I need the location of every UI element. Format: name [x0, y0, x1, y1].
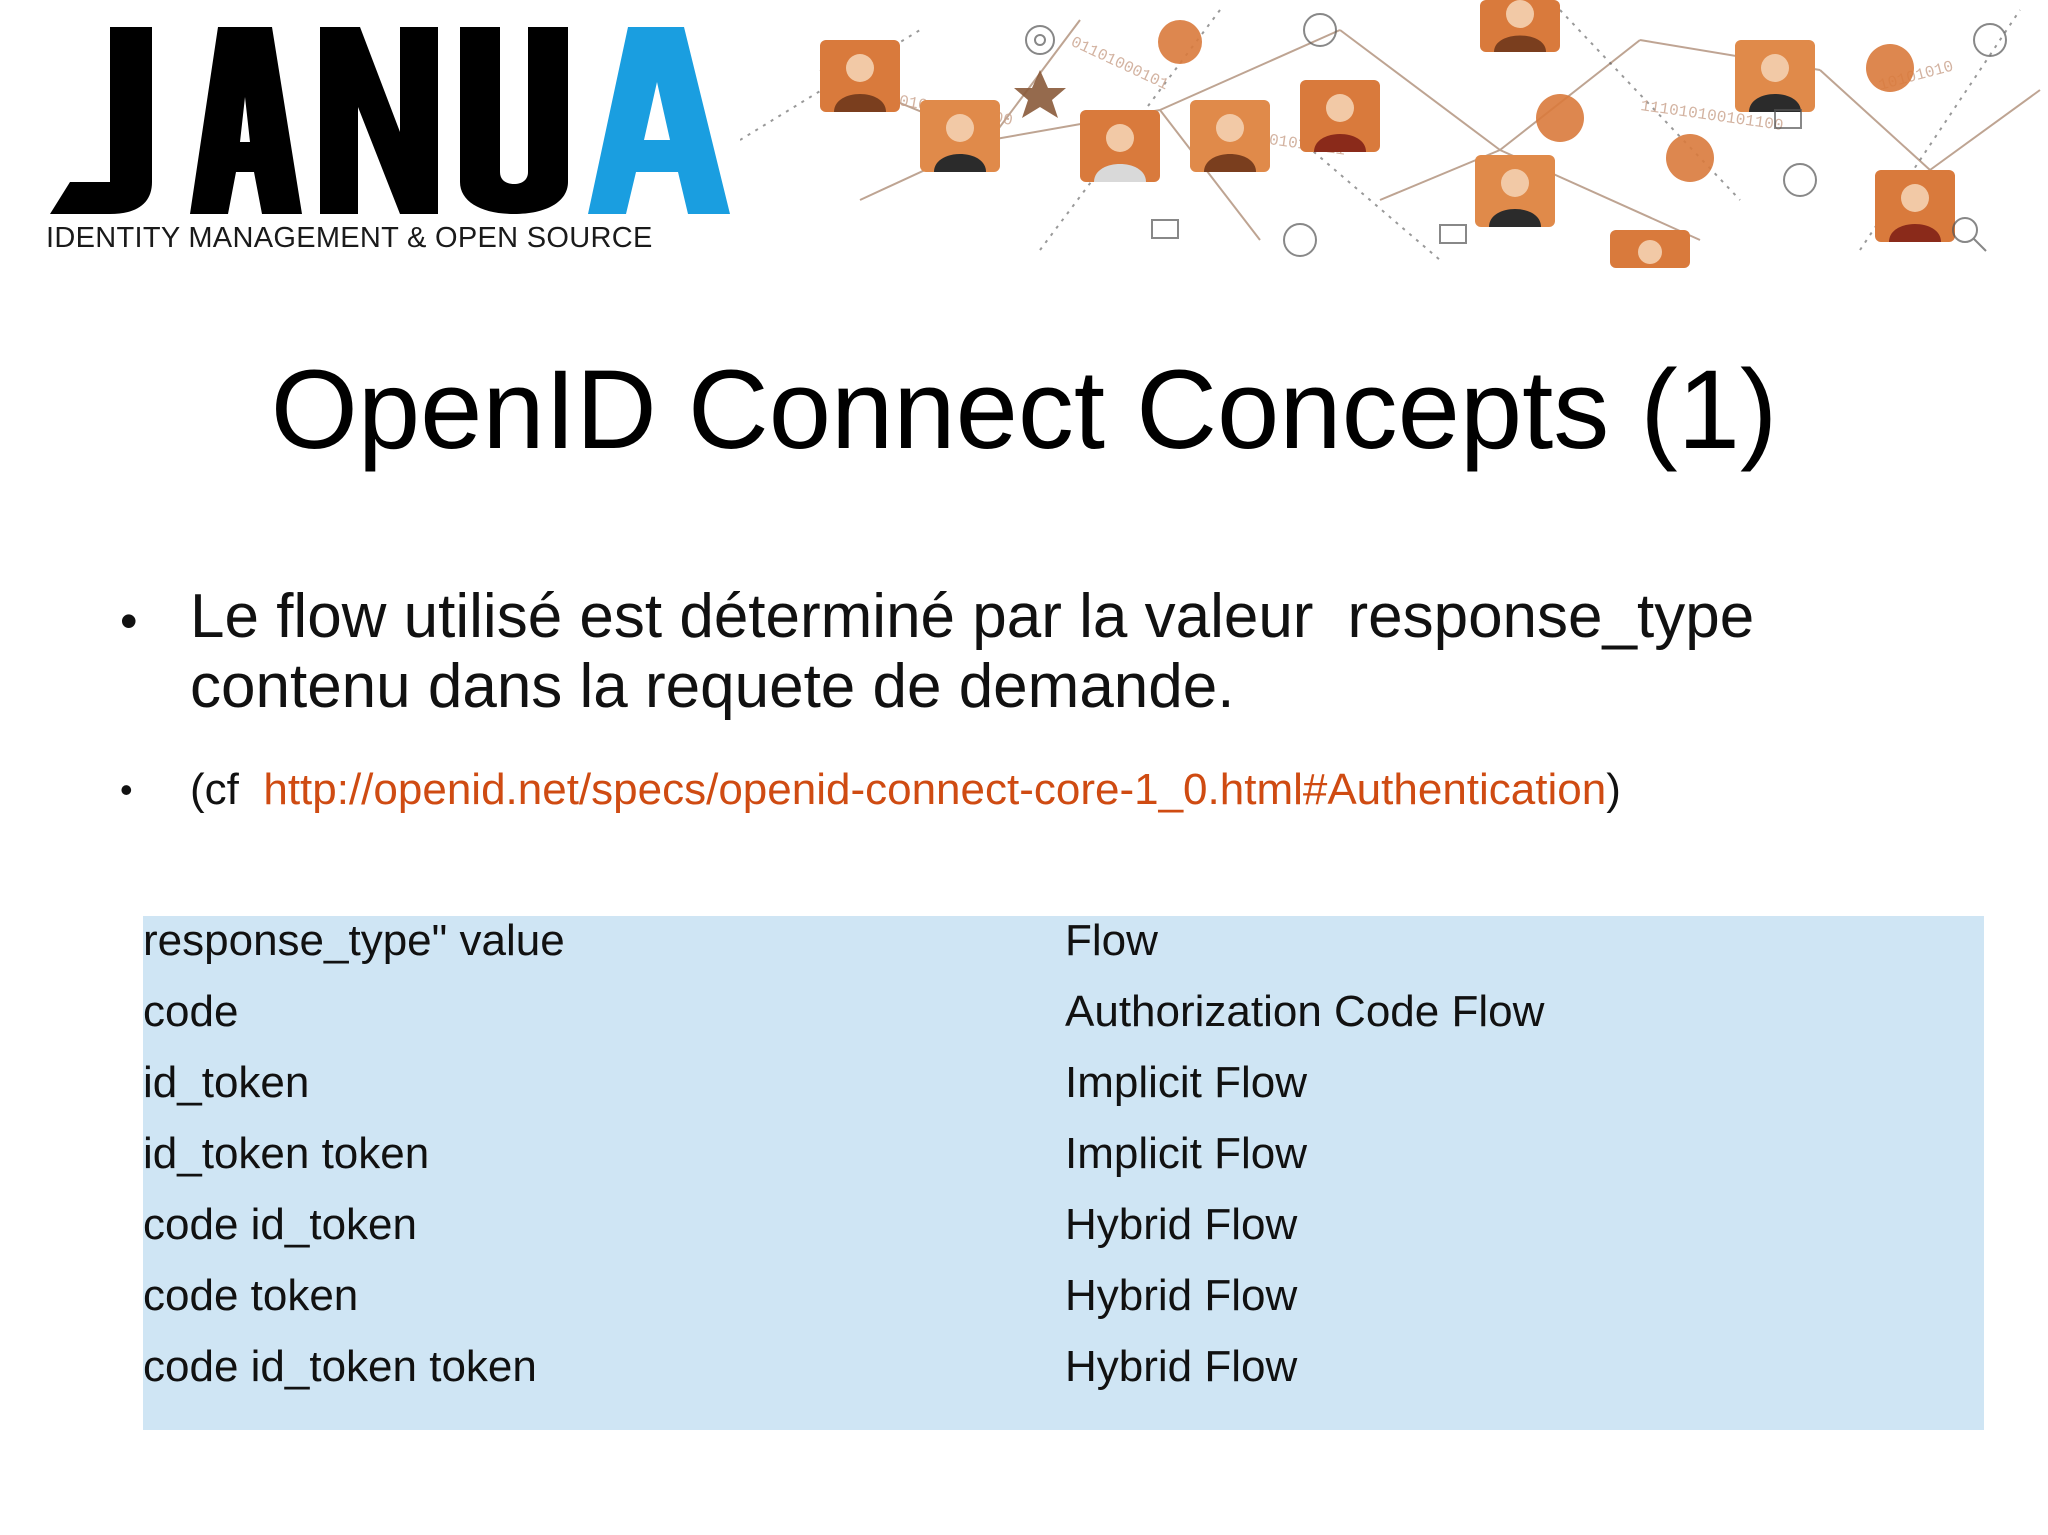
broadcast-icon — [1666, 134, 1714, 182]
logo-tagline: IDENTITY MANAGEMENT & OPEN SOURCE — [46, 222, 653, 254]
person-icon — [1080, 110, 1160, 182]
play-icon — [1536, 94, 1584, 142]
table-header: response_type" value — [143, 916, 565, 965]
person-icon — [1190, 100, 1270, 172]
gear-icon — [1283, 223, 1317, 257]
network-illustration: 111010100101100 01101000101 00101010011 … — [740, 0, 2041, 268]
header-banner: IDENTITY MANAGEMENT & OPEN SOURCE — [0, 0, 2048, 268]
bullet-item: • (cf http://openid.net/specs/openid-con… — [120, 762, 2000, 818]
person-icon — [1300, 80, 1380, 152]
table-row: id_token token Implicit Flow — [143, 1129, 1984, 1200]
gear-icon — [1025, 25, 1055, 55]
table-cell-response-type: code id_token — [143, 1200, 417, 1249]
reference-prefix: (cf — [190, 765, 239, 814]
janua-logo — [50, 27, 730, 214]
table-header: Flow — [1065, 916, 1158, 965]
table-header-row: response_type" value Flow — [143, 916, 1984, 987]
binary-snippet: 01101000101 — [1068, 33, 1171, 94]
camera-icon — [1439, 224, 1467, 244]
person-icon — [1875, 170, 1955, 242]
table-cell-response-type: code token — [143, 1271, 359, 1320]
network-lines — [819, 19, 2041, 241]
table-cell-response-type: code id_token token — [143, 1342, 537, 1391]
table-row: code token Hybrid Flow — [143, 1271, 1984, 1342]
person-icons — [820, 0, 1955, 268]
table-cell-flow: Implicit Flow — [1065, 1058, 1308, 1107]
camera-icon — [1151, 219, 1179, 239]
table-cell-response-type: code — [143, 987, 239, 1036]
bullet-marker: • — [120, 769, 133, 810]
share-icon — [1158, 20, 1202, 64]
search-icon — [1952, 217, 1978, 243]
person-icon — [920, 100, 1000, 172]
person-icon — [820, 40, 900, 112]
bullet-text: Le flow utilisé est déterminé par la val… — [190, 582, 1314, 651]
spec-link[interactable]: http://openid.net/specs/openid-connect-c… — [263, 765, 1607, 814]
table-cell-response-type: id_token token — [143, 1129, 430, 1178]
table-cell-flow: Implicit Flow — [1065, 1129, 1308, 1178]
search-icon — [1973, 238, 1987, 252]
person-icon — [1735, 40, 1815, 112]
utility-icons — [1025, 13, 2007, 257]
bullet-marker: • — [120, 593, 138, 649]
table-row: id_token Implicit Flow — [143, 1058, 1984, 1129]
table-cell-response-type: id_token — [143, 1058, 310, 1107]
bullet-text-continued: contenu dans la requete de demande. — [190, 652, 1235, 721]
monitor-icon — [1774, 109, 1802, 129]
response-type-table: response_type" value Flow code Authoriza… — [143, 916, 1984, 1430]
table-cell-flow: Hybrid Flow — [1065, 1342, 1298, 1391]
reference-suffix: ) — [1606, 765, 1621, 814]
download-icon — [1866, 44, 1914, 92]
table-row: code id_token Hybrid Flow — [143, 1200, 1984, 1271]
slide-title: OpenID Connect Concepts (1) — [270, 347, 1778, 472]
bullet-item: • Le flow utilisé est déterminé par la v… — [120, 582, 2000, 722]
gear-icon — [1973, 23, 2007, 57]
table-row: code Authorization Code Flow — [143, 987, 1984, 1058]
gear-icon — [1783, 163, 1817, 197]
person-icon — [1610, 230, 1690, 268]
gear-icon — [1034, 34, 1046, 46]
gear-icon — [1303, 13, 1337, 47]
person-icon — [1480, 0, 1560, 52]
star-icon — [1014, 70, 1066, 118]
table-cell-flow: Authorization Code Flow — [1065, 987, 1545, 1036]
person-icon — [1475, 155, 1555, 227]
table-row: code id_token token Hybrid Flow — [143, 1342, 1984, 1413]
orange-badges — [1014, 20, 1914, 182]
bullet-list: • Le flow utilisé est déterminé par la v… — [120, 582, 2000, 818]
bullet-text-term: response_type — [1347, 582, 1755, 651]
table-cell-flow: Hybrid Flow — [1065, 1200, 1298, 1249]
table-cell-flow: Hybrid Flow — [1065, 1271, 1298, 1320]
